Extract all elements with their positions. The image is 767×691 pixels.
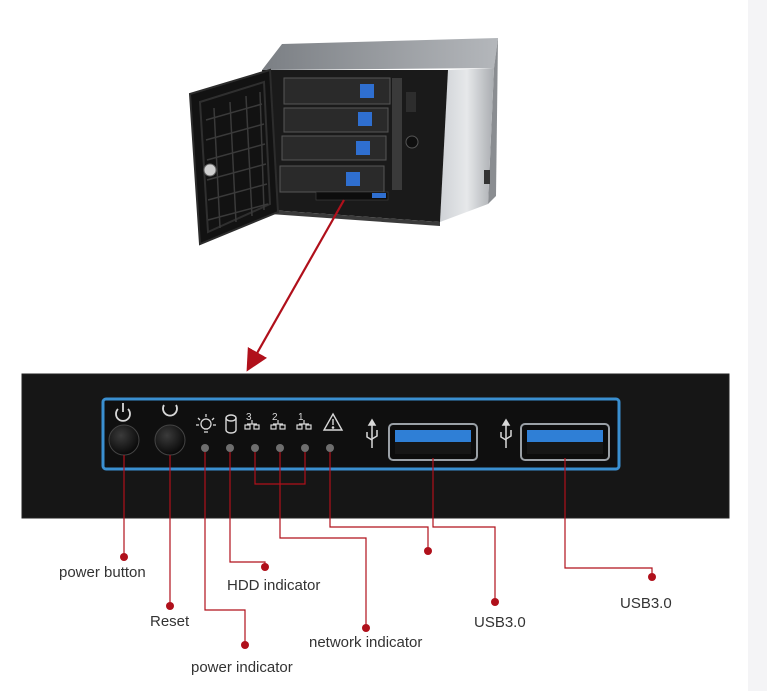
led-indicators <box>201 444 334 452</box>
nas-enclosure <box>188 38 498 246</box>
network-led <box>301 444 309 452</box>
network-port-number: 3 <box>246 412 252 423</box>
front-panel: 3 2 1 <box>21 373 730 519</box>
label-power-indicator: power indicator <box>191 659 293 676</box>
power-led <box>201 444 209 452</box>
network-port-number: 1 <box>298 412 304 423</box>
usb-icon <box>366 418 378 448</box>
network-port-number: 2 <box>272 412 278 423</box>
warning-icon <box>322 412 344 431</box>
reset-icon <box>162 404 178 417</box>
callout-dots <box>120 547 656 649</box>
usb-icon <box>500 418 512 448</box>
power-button[interactable] <box>108 424 140 456</box>
drive-bays <box>279 77 419 201</box>
label-power-button: power button <box>59 564 146 581</box>
reset-button[interactable] <box>154 424 186 456</box>
usb-port-left[interactable] <box>388 423 478 461</box>
panel-border <box>101 397 621 471</box>
network-led <box>251 444 259 452</box>
right-margin-strip <box>748 0 767 691</box>
callout-lines <box>123 452 653 645</box>
hdd-led <box>226 444 234 452</box>
power-icon <box>115 403 131 422</box>
label-usb-left: USB3.0 <box>474 614 526 631</box>
nas-door <box>188 68 280 246</box>
label-hdd-indicator: HDD indicator <box>227 577 321 594</box>
bulb-icon <box>196 414 216 433</box>
label-network-indicator: network indicator <box>309 634 423 651</box>
warning-led <box>326 444 334 452</box>
usb-port-right[interactable] <box>520 423 610 461</box>
label-reset: Reset <box>150 613 190 630</box>
zoom-arrow <box>246 199 345 372</box>
label-usb-right: USB3.0 <box>620 595 672 612</box>
disk-icon <box>225 414 237 434</box>
network-icon <box>244 420 312 430</box>
network-led <box>276 444 284 452</box>
